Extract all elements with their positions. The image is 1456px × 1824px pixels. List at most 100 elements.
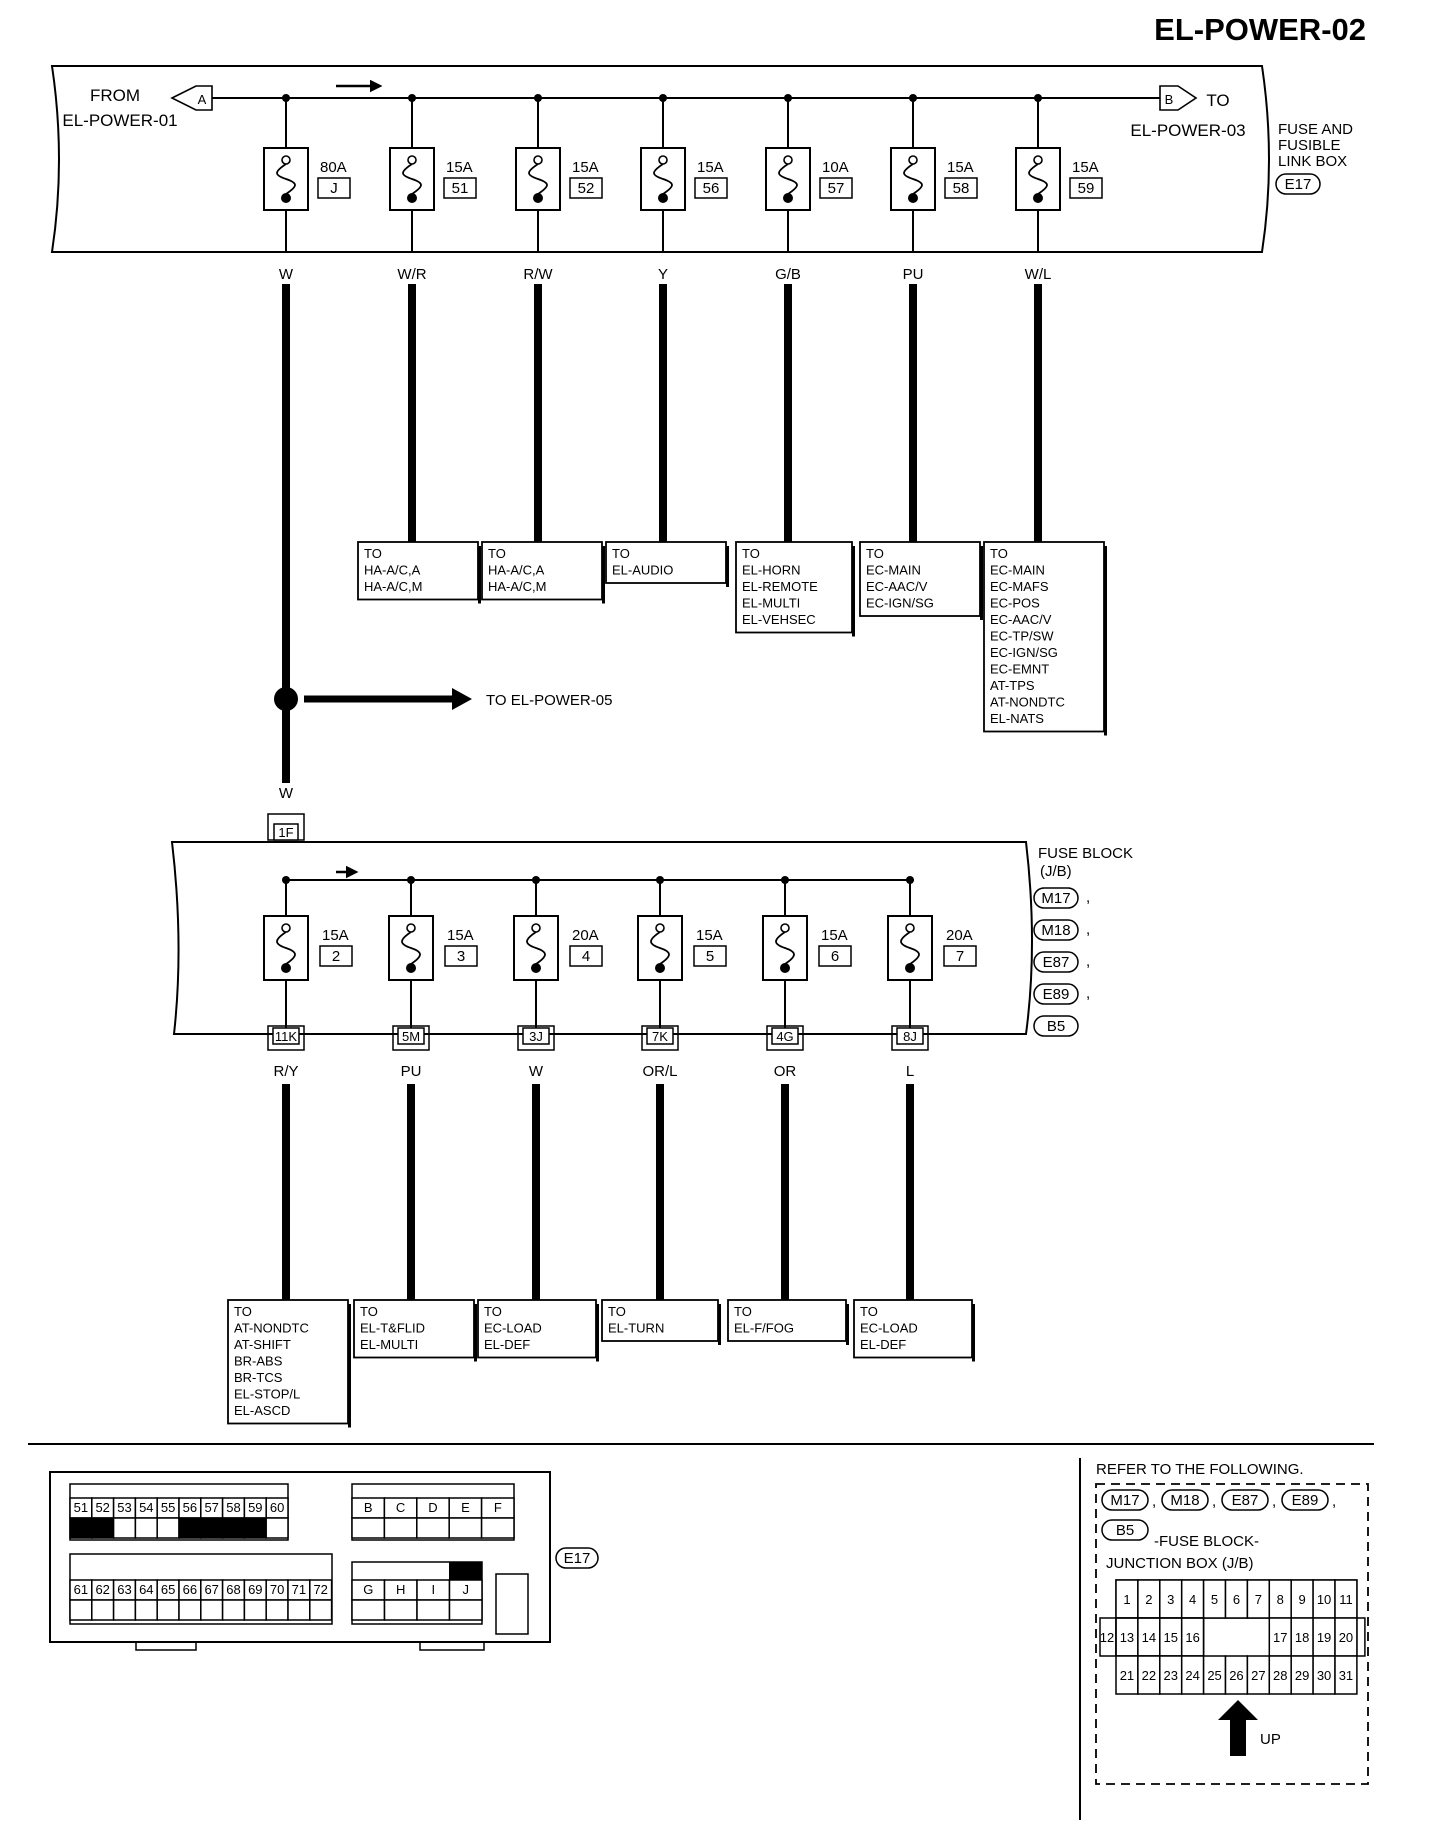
block-fuse-4: [513, 915, 559, 981]
e17-row1-cell-label: 52: [95, 1500, 109, 1515]
refer-connector-separator: ,: [1332, 1493, 1336, 1510]
fuse-block-connector-separator: ,: [1086, 985, 1090, 1002]
block-fuse-5-connector-box: [646, 1027, 674, 1045]
e17-row2-cavity-61: [69, 1599, 93, 1621]
fuse-block-connector-e89: E89: [1043, 986, 1070, 1003]
e17-row2-cavity-66: [178, 1599, 202, 1621]
block-fuse-3-destination-box: [353, 1299, 475, 1359]
refer-connector-m18-outline: [1161, 1489, 1209, 1511]
top-fuse-58-amperage: 15A: [947, 159, 974, 176]
block-fuse-3-id-box: [444, 945, 478, 967]
e17-row1-cavity-52: [91, 1517, 115, 1539]
top-fuse-59-destination-line: EC-POS: [990, 596, 1040, 611]
top-fuse-57-destination-line: EL-VEHSEC: [742, 612, 816, 627]
e17-letters-top-cell-label: C: [396, 1500, 405, 1515]
refer-row2-left-cavity-label: 14: [1142, 1630, 1156, 1645]
connector-b-label: B: [1165, 92, 1174, 107]
e17-row1-cell-label: 53: [117, 1500, 131, 1515]
block-fuse-6-destination-line: TO: [734, 1304, 752, 1319]
top-fuse-57-element: [778, 163, 798, 195]
top-fuse-59-destination-box-shadow: [1104, 546, 1107, 736]
refer-connector-e87-outline: [1221, 1489, 1269, 1511]
block-fuse-6-id-box: [818, 945, 852, 967]
top-fuse-j-wire-color: W: [279, 266, 294, 283]
refer-row3-cavity-label: 25: [1207, 1668, 1221, 1683]
e17-face-label: E17: [564, 1550, 591, 1567]
e17-row1-cavity-54: [134, 1517, 158, 1539]
top-fuse-59-destination-line: EC-TP/SW: [990, 629, 1054, 644]
refer-connector-e89: E89: [1292, 1492, 1319, 1509]
up-label: UP: [1260, 1731, 1281, 1748]
top-fuse-58-destination-line: TO: [866, 546, 884, 561]
refer-box: REFER TO THE FOLLOWING. -FUSE BLOCK- JUN…: [1095, 1461, 1369, 1785]
top-fuse-56-element: [653, 163, 673, 195]
top-fuse-58-id-box: [944, 177, 978, 199]
refer-row1-cavity-label: 8: [1277, 1592, 1284, 1607]
block-fuse-5-id: 5: [706, 948, 714, 965]
fuse-block-connector-separator: ,: [1086, 953, 1090, 970]
e17-row1-cell-label: 56: [183, 1500, 197, 1515]
top-fuse-52-destination-line: HA-A/C,M: [488, 579, 547, 594]
refer-row1-cavity-label: 10: [1317, 1592, 1331, 1607]
block-fuse-5-destination-box: [601, 1299, 719, 1342]
from-reference: EL-POWER-01: [62, 111, 177, 130]
block-fuse-4-destination-line: TO: [484, 1304, 502, 1319]
top-fuse-j-terminal-bottom: [281, 193, 291, 203]
top-fuse-59: [1015, 147, 1061, 211]
top-fuse-57-id-box: [819, 177, 853, 199]
e17-row1-cavity-51: [69, 1517, 93, 1539]
e17-row1-cell-label: 57: [204, 1500, 218, 1515]
block-fuse-6-element: [775, 931, 795, 965]
block-fuse-5-destination-box-shadow: [718, 1304, 721, 1345]
refer-row2-cavity-label: 12: [1100, 1630, 1114, 1645]
top-fuse-52-id-box: [569, 177, 603, 199]
top-fuse-57-destination-box-shadow: [852, 546, 855, 637]
block-fuse-5-element: [650, 931, 670, 965]
top-fuse-56-id-box: [694, 177, 728, 199]
refer-row1-cavity-label: 4: [1189, 1592, 1196, 1607]
refer-row2-left-cavity-label: 13: [1120, 1630, 1134, 1645]
top-fuse-52-id: 52: [578, 180, 595, 197]
refer-row3-cavity-label: 28: [1273, 1668, 1287, 1683]
top-fuse-58-id: 58: [953, 180, 970, 197]
e17-row2-cavity-71: [287, 1599, 311, 1621]
block-fuse-5-terminal-bottom: [655, 963, 665, 973]
link-box-label-line-3: LINK BOX: [1278, 153, 1347, 170]
e17-letters-top-cavity-b: [351, 1517, 386, 1539]
e17-letters-top-cell-label: E: [461, 1500, 470, 1515]
top-fuse-52-terminal-top: [533, 155, 543, 165]
block-fuse-7-connector-outline: [891, 1025, 929, 1051]
e17-row2-cell-label: 68: [226, 1582, 240, 1597]
block-fuse-4-id: 4: [582, 948, 590, 965]
e17-row2-cell-label: 71: [292, 1582, 306, 1597]
block-fuse-3-destination-box-shadow: [474, 1304, 477, 1362]
top-fuse-59-destination-line: AT-TPS: [990, 678, 1035, 693]
top-fuse-59-element: [1028, 163, 1048, 195]
block-fuse-2-destination-box: [227, 1299, 349, 1425]
refer-connector-separator: ,: [1212, 1493, 1216, 1510]
e17-letters-top-cavity-e: [448, 1517, 483, 1539]
e17-row2-cell-label: 69: [248, 1582, 262, 1597]
fuse-block-connector-m18-outline: [1033, 919, 1079, 941]
top-fuse-52-destination-box: [481, 541, 603, 601]
refer-connector-b5-outline: [1101, 1519, 1149, 1541]
block-fuse-3-connector-id: 5M: [402, 1029, 420, 1044]
fuse-block-connector-b5-outline: [1033, 1015, 1079, 1037]
refer-row3-cavity-label: 23: [1164, 1668, 1178, 1683]
top-fuse-51-terminal-bottom: [407, 193, 417, 203]
top-fuse-59-destination-line: EC-EMNT: [990, 662, 1049, 677]
refer-row3-cavity-label: 26: [1229, 1668, 1243, 1683]
block-fuse-3-destination-line: EL-MULTI: [360, 1337, 418, 1352]
e17-cavity-j-filled: [449, 1562, 482, 1580]
e17-letters-top-cell-label: F: [494, 1500, 502, 1515]
e17-letters-bottom-cell-label: H: [396, 1582, 405, 1597]
top-fuse-56-terminal-bottom: [658, 193, 668, 203]
block-fuse-2-id-box: [319, 945, 353, 967]
top-fuse-56-id: 56: [703, 180, 720, 197]
block-fuse-7: [887, 915, 933, 981]
fuse-block-label-line-2: (J/B): [1040, 863, 1072, 880]
branch-connector-id: 1F: [278, 825, 293, 840]
top-fuse-59-destination-line: EL-NATS: [990, 711, 1044, 726]
top-fuse-51-amperage: 15A: [446, 159, 473, 176]
e17-row1-cavity-59: [243, 1517, 267, 1539]
